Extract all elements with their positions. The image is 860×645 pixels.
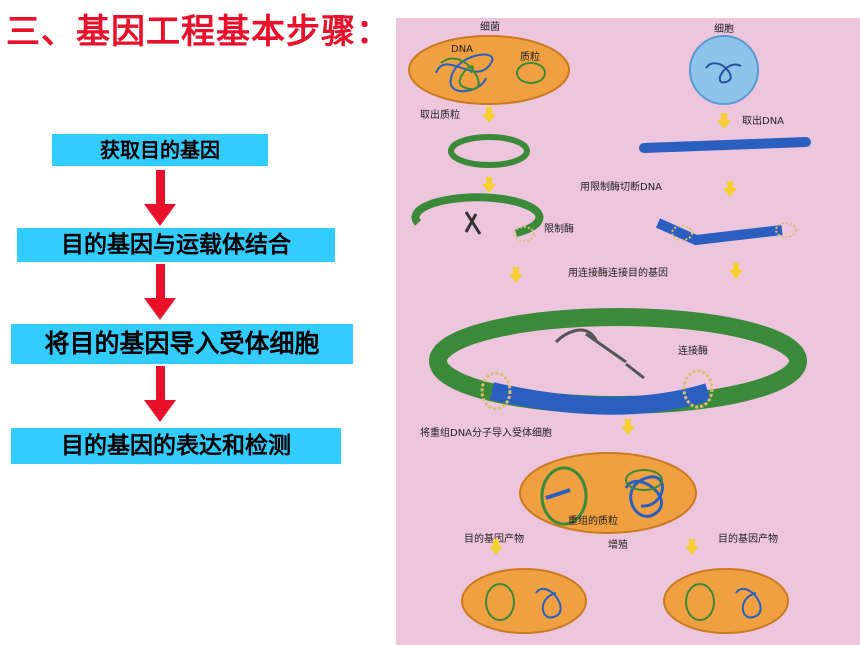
extract-dna-label: 取出DNA: [742, 114, 784, 127]
cut-dna: [655, 218, 783, 246]
cut-plasmid: [411, 193, 544, 237]
proliferate-label: 增殖: [608, 538, 628, 551]
extract-plasmid-label: 取出质粒: [420, 108, 460, 121]
cut-step-label: 用限制酶切断DNA: [580, 180, 662, 193]
down-arrow-icon: [144, 170, 176, 226]
down-arrow-icon: [144, 366, 176, 422]
daughter-cell-left: [461, 568, 587, 634]
dna-label: DNA: [451, 44, 473, 55]
plasmid-label: 质粒: [520, 50, 540, 63]
genetic-engineering-diagram: 细菌 DNA 质粒 细胞 取出质粒 取出DNA 用限制酶切断DNA 限制酶 用连…: [396, 18, 860, 645]
step-express-detect: 目的基因的表达和检测: [11, 428, 341, 464]
product-left-label: 目的基因产物: [464, 532, 524, 545]
recipient-cell: [519, 452, 697, 534]
recombinant-dna-ring: [429, 308, 807, 415]
plasmid-ring: [448, 134, 530, 168]
recombinant-plasmid-label: 重组的质粒: [568, 514, 618, 527]
step-combine-vector: 目的基因与运载体结合: [17, 228, 335, 262]
product-right-label: 目的基因产物: [718, 532, 778, 545]
restriction-enzyme-label: 限制酶: [544, 222, 574, 235]
cell-label: 细胞: [714, 22, 734, 35]
bacterium-label: 细菌: [480, 20, 500, 33]
page-title: 三、基因工程基本步骤：: [6, 12, 391, 52]
dna-strand: [639, 137, 811, 153]
daughter-cell-right: [663, 568, 789, 634]
transform-step-label: 将重组DNA分子导入受体细胞: [420, 426, 552, 439]
down-arrow-icon: [144, 264, 176, 320]
ligase-step-label: 用连接酶连接目的基因: [568, 266, 668, 279]
ligase-label: 连接酶: [678, 344, 708, 357]
cell-illustration: [689, 35, 759, 105]
step-introduce-cell: 将目的基因导入受体细胞: [11, 324, 353, 364]
bacterium-illustration: [408, 35, 570, 105]
step-obtain-gene: 获取目的基因: [52, 134, 268, 166]
